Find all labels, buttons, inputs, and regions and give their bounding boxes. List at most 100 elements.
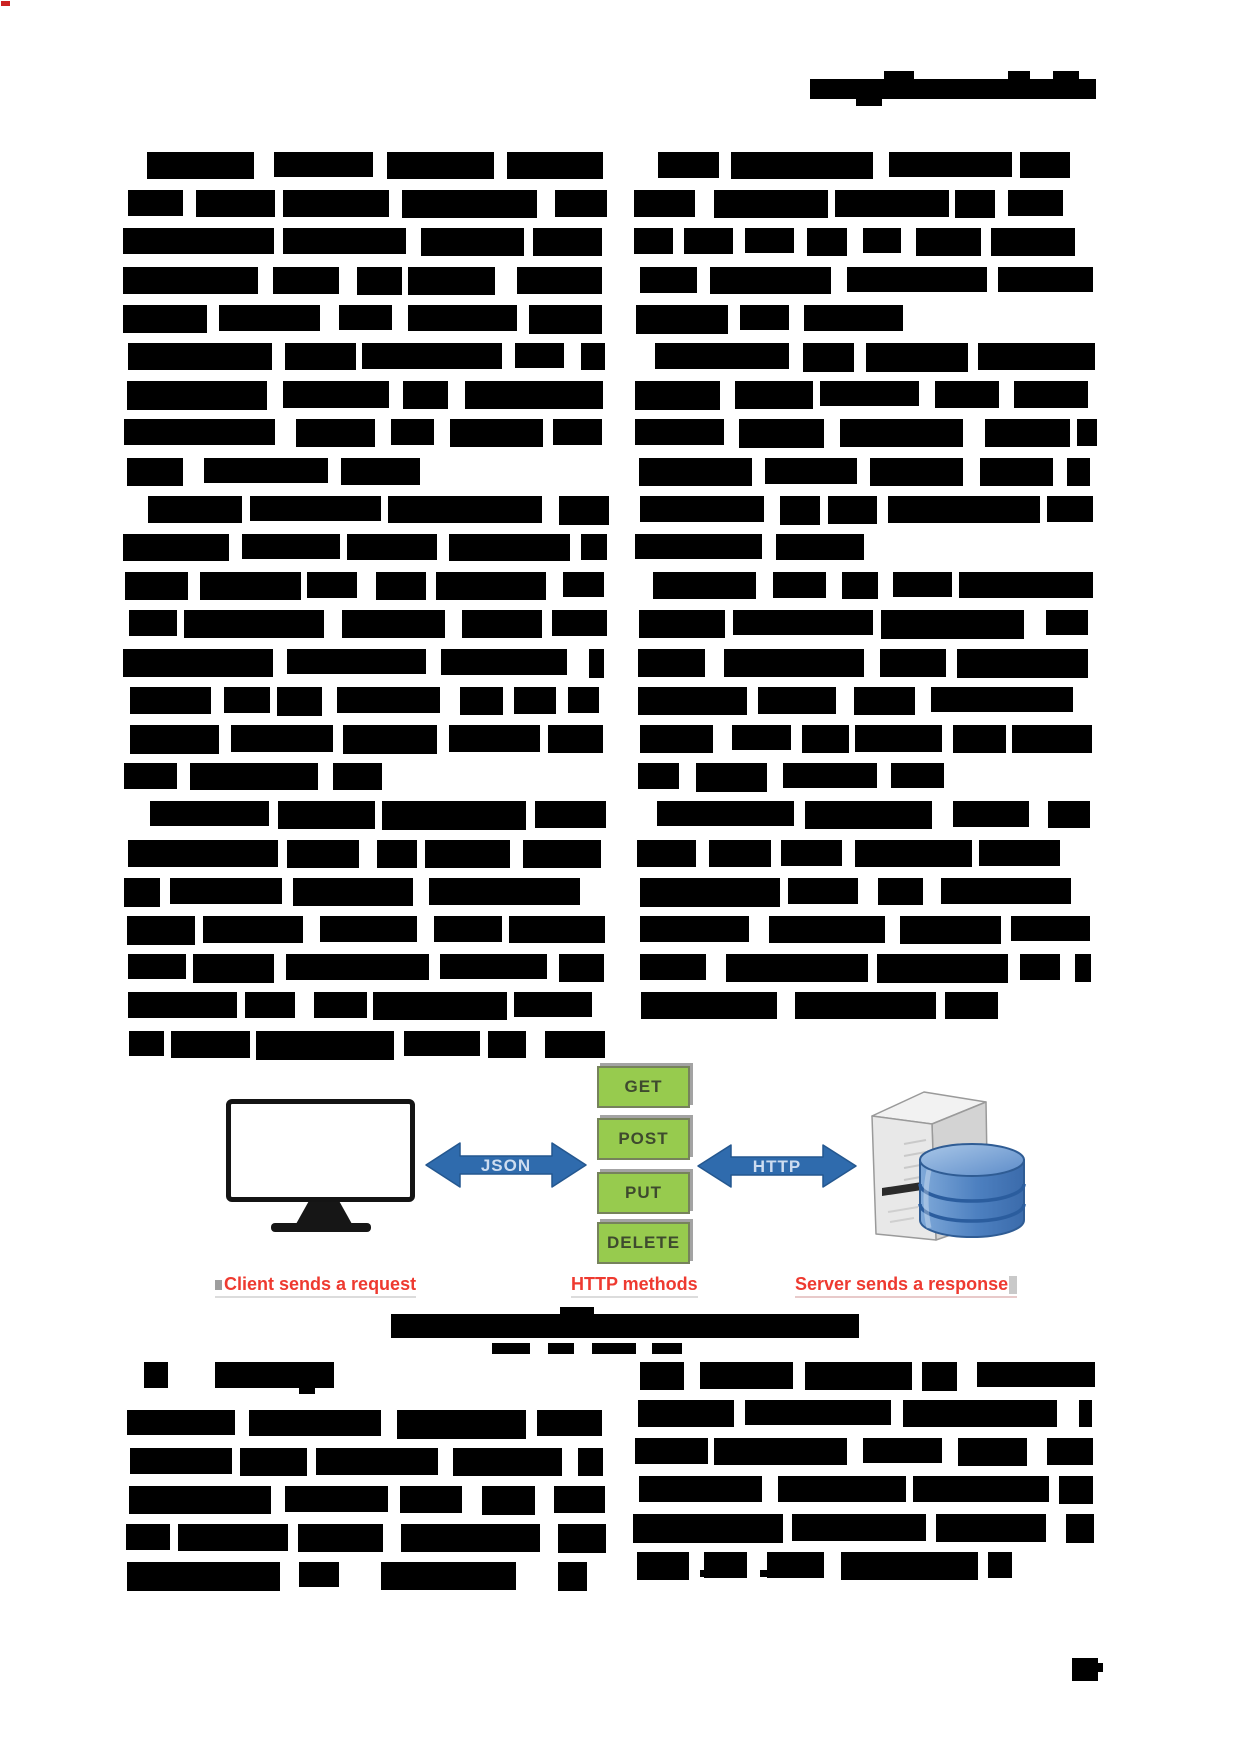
caption-http-methods: HTTP methods [571, 1274, 698, 1298]
redaction-bar [403, 381, 448, 409]
redaction-bar [559, 954, 604, 982]
redaction-bar [709, 840, 771, 867]
redaction-bar [640, 878, 780, 907]
redaction-bar [991, 228, 1075, 256]
redaction-bar [124, 419, 275, 445]
redaction-bar [581, 343, 605, 370]
redaction-bar [903, 1400, 1057, 1427]
redaction-bar [171, 1031, 250, 1058]
redaction-bar [555, 190, 607, 217]
redacted-text-block-right-column-top [633, 152, 1097, 1024]
redaction-bar [985, 419, 1070, 447]
redaction-bar [240, 1448, 307, 1476]
redaction-bar [634, 228, 673, 254]
redaction-bar [124, 763, 177, 789]
database-icon [918, 1143, 1026, 1239]
redaction-bar [341, 458, 420, 485]
redaction-bar [397, 1410, 526, 1439]
redaction-bar [434, 916, 502, 942]
redaction-bar [578, 1448, 603, 1476]
caption-methods-text: HTTP methods [571, 1274, 698, 1294]
redaction-bar [337, 687, 440, 713]
redaction-bar [200, 572, 301, 600]
redaction-bar [880, 649, 946, 677]
get-method-button: GET [597, 1066, 690, 1108]
caption-server: Server sends a response [795, 1274, 1018, 1299]
redaction-bar [803, 343, 854, 372]
redaction-bar [274, 152, 373, 177]
redaction-bar [342, 610, 445, 638]
redaction-bar [123, 267, 258, 294]
redaction-bar [1059, 1476, 1093, 1504]
redaction-bar [307, 572, 357, 598]
redaction-bar [128, 954, 186, 979]
redaction-bar [877, 954, 1008, 983]
redaction-bar [123, 305, 207, 333]
redacted-section-heading [299, 1388, 315, 1394]
redaction-bar [1012, 725, 1092, 753]
redaction-bar [124, 878, 160, 907]
redaction-bar [552, 610, 607, 636]
redaction-bar [696, 763, 767, 792]
redaction-bar [250, 496, 381, 521]
redaction-bar [773, 572, 826, 598]
redaction-bar [640, 954, 706, 980]
redaction-bar [548, 725, 603, 753]
redaction-bar [889, 152, 1012, 177]
redaction-bar [219, 305, 320, 331]
delete-method-button: DELETE [597, 1222, 690, 1264]
redaction-bar [739, 419, 824, 448]
redaction-bar [700, 1362, 793, 1389]
redaction-bar [655, 343, 789, 369]
redaction-bar [635, 419, 724, 445]
redaction-bar [408, 305, 517, 331]
redaction-bar [333, 763, 382, 790]
redaction-bar [589, 649, 604, 678]
redacted-running-header [810, 79, 1096, 99]
redaction-bar [916, 228, 981, 256]
redaction-bar [1014, 381, 1088, 408]
redaction-bar [863, 228, 901, 253]
selection-artifact [215, 1280, 222, 1290]
redaction-bar [123, 534, 229, 561]
redaction-bar [381, 1562, 516, 1590]
redaction-bar [224, 687, 270, 713]
redaction-bar [841, 1552, 978, 1580]
redaction-bar [568, 687, 599, 713]
redaction-bar [278, 801, 375, 829]
redacted-figure-caption [548, 1343, 574, 1354]
redaction-bar [347, 534, 437, 560]
redaction-bar [462, 610, 542, 638]
redaction-bar [945, 992, 998, 1019]
redaction-bar [299, 1562, 339, 1587]
json-arrow-icon: JSON [425, 1142, 587, 1188]
redaction-bar [758, 687, 836, 714]
redaction-bar [373, 992, 507, 1020]
redaction-bar [840, 419, 963, 447]
redaction-bar [515, 343, 564, 368]
redaction-bar [425, 840, 510, 868]
redaction-bar [658, 152, 719, 178]
redaction-bar [955, 190, 995, 218]
redaction-bar [788, 878, 858, 904]
redaction-bar [636, 305, 728, 334]
redaction-bar [980, 458, 1053, 486]
redaction-bar [732, 725, 791, 750]
redaction-bar [765, 458, 857, 484]
redaction-bar [129, 1486, 271, 1514]
redaction-bar [1020, 152, 1070, 178]
redaction-bar [382, 801, 526, 830]
redaction-bar [286, 954, 429, 980]
redaction-bar [641, 992, 777, 1019]
http-arrow-icon: HTTP [697, 1144, 857, 1188]
redaction-bar [710, 267, 831, 294]
redaction-bar [958, 1438, 1027, 1466]
redaction-bar [740, 305, 789, 330]
redaction-bar [128, 840, 278, 867]
redaction-bar [978, 343, 1095, 370]
redaction-bar [204, 458, 328, 483]
redaction-bar [804, 305, 903, 331]
redaction-bar [554, 1486, 605, 1513]
redaction-bar [639, 1476, 762, 1502]
caption-client-bold: request [351, 1274, 417, 1294]
